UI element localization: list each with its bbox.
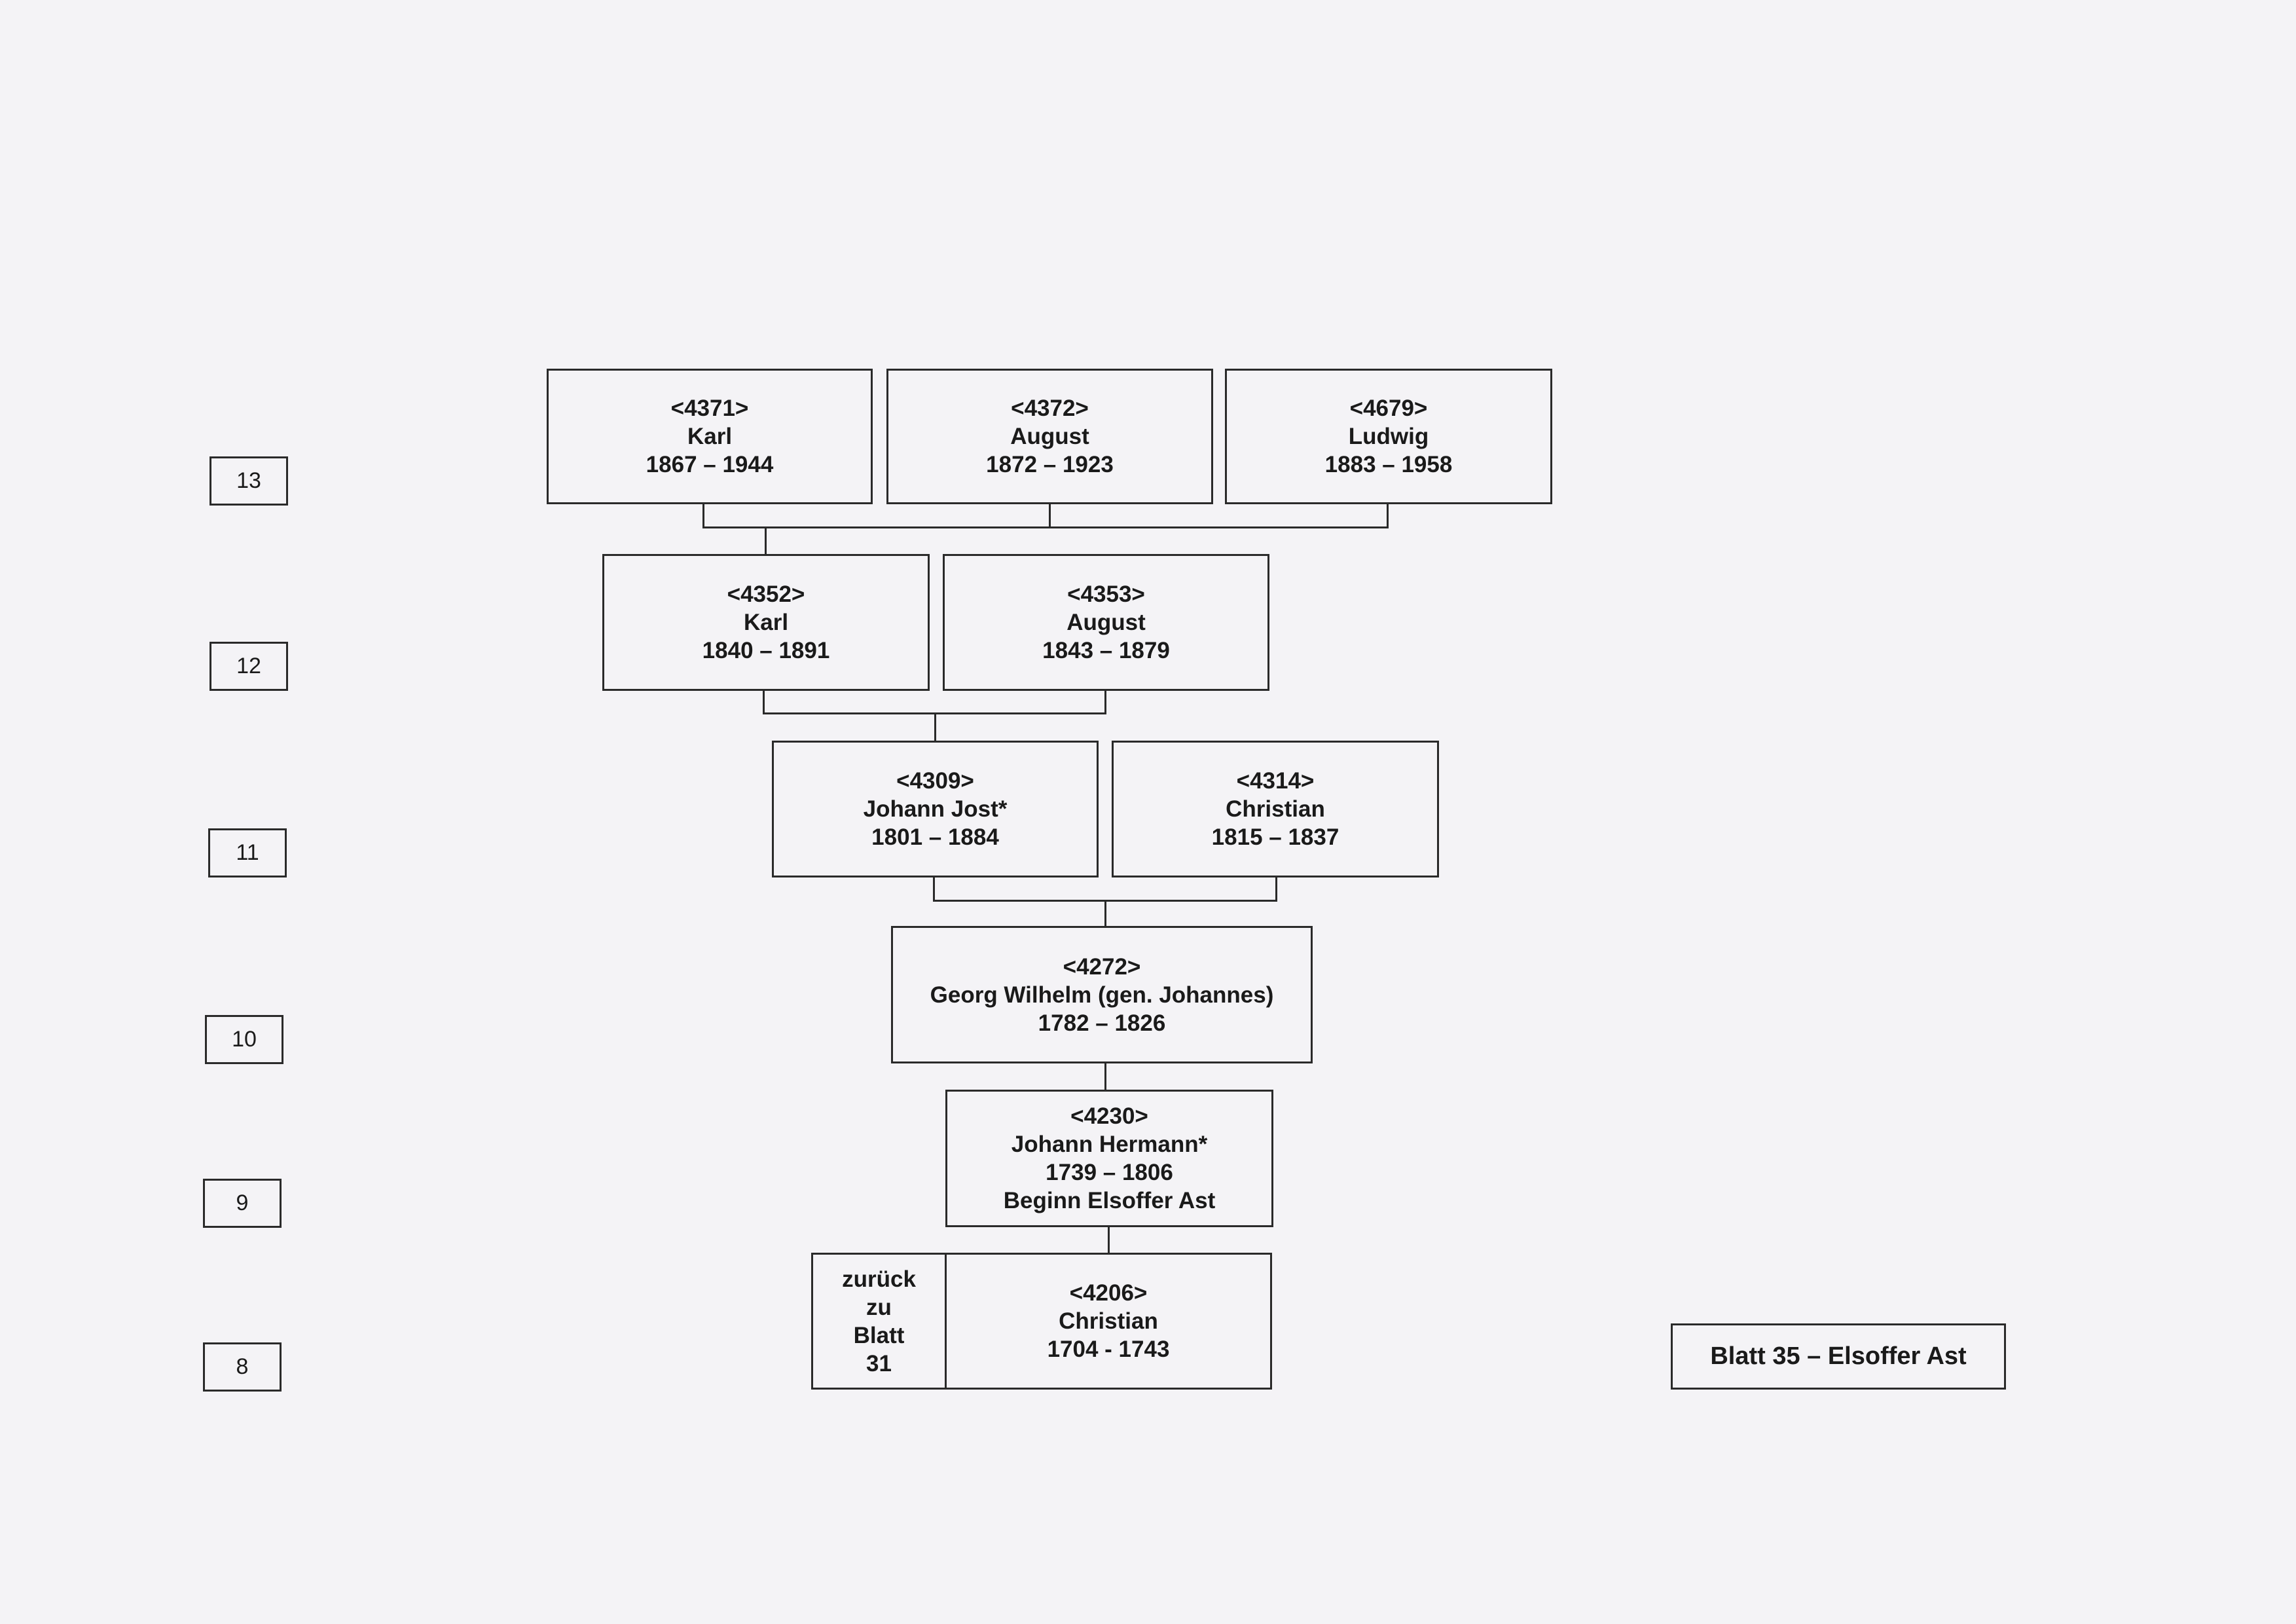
person-box-4314: <4314> Christian 1815 – 1837	[1112, 741, 1439, 877]
person-dates: 1883 – 1958	[1324, 452, 1453, 477]
connector-line	[702, 526, 1389, 528]
person-name: Johann Hermann*	[1011, 1132, 1208, 1157]
person-id: <4230>	[1070, 1103, 1148, 1129]
person-dates: 1815 – 1837	[1211, 824, 1339, 850]
branch-note: Beginn Elsoffer Ast	[1003, 1188, 1216, 1213]
person-dates: 1872 – 1923	[986, 452, 1114, 477]
person-box-4206: <4206> Christian 1704 - 1743	[945, 1253, 1272, 1390]
person-dates: 1843 – 1879	[1042, 638, 1170, 663]
connector-line	[1108, 1225, 1110, 1255]
person-id: <4352>	[727, 581, 805, 607]
person-name: Christian	[1226, 796, 1325, 822]
back-link-line: zu	[866, 1294, 892, 1320]
person-id: <4206>	[1069, 1280, 1148, 1306]
person-dates: 1782 – 1826	[1038, 1010, 1166, 1036]
person-box-4372: <4372> August 1872 – 1923	[886, 369, 1213, 504]
connector-line	[933, 876, 935, 902]
person-box-4272: <4272> Georg Wilhelm (gen. Johannes) 178…	[891, 926, 1313, 1063]
person-box-4679: <4679> Ludwig 1883 – 1958	[1225, 369, 1552, 504]
person-name: Georg Wilhelm (gen. Johannes)	[930, 982, 1274, 1008]
connector-line	[763, 689, 765, 714]
person-box-4352: <4352> Karl 1840 – 1891	[602, 554, 930, 691]
connector-line	[1275, 876, 1277, 902]
person-name: August	[1066, 610, 1146, 635]
person-id: <4371>	[670, 396, 749, 421]
connector-line	[1387, 502, 1389, 528]
generation-label-12: 12	[210, 642, 288, 691]
person-box-4230: <4230> Johann Hermann* 1739 – 1806 Begin…	[945, 1090, 1273, 1227]
generation-label-8: 8	[203, 1342, 282, 1392]
person-name: August	[1010, 424, 1089, 449]
connector-line	[934, 712, 936, 741]
person-id: <4272>	[1063, 953, 1141, 980]
connector-line	[1104, 900, 1106, 927]
person-id: <4309>	[896, 768, 974, 794]
person-id: <4353>	[1067, 581, 1145, 607]
person-name: Karl	[743, 610, 789, 635]
generation-label-11: 11	[208, 828, 287, 877]
person-id: <4314>	[1236, 768, 1315, 794]
person-name: Christian	[1059, 1308, 1158, 1334]
generation-label-10: 10	[205, 1015, 283, 1064]
generation-label-13: 13	[210, 456, 288, 506]
person-id: <4372>	[1011, 396, 1089, 421]
generation-label-9: 9	[203, 1179, 282, 1228]
person-dates: 1801 – 1884	[871, 824, 999, 850]
person-name: Johann Jost*	[863, 796, 1008, 822]
person-box-4353: <4353> August 1843 – 1879	[943, 554, 1269, 691]
person-dates: 1704 - 1743	[1047, 1337, 1170, 1362]
back-to-sheet-31-link[interactable]: zurück zu Blatt 31	[811, 1253, 947, 1390]
connector-line	[1104, 1061, 1106, 1092]
connector-line	[1049, 502, 1051, 528]
back-link-line: zurück	[842, 1266, 916, 1292]
person-dates: 1867 – 1944	[646, 452, 774, 477]
connector-line	[1104, 689, 1106, 714]
back-link-line: 31	[866, 1350, 892, 1376]
person-dates: 1739 – 1806	[1046, 1160, 1173, 1185]
person-box-4309: <4309> Johann Jost* 1801 – 1884	[772, 741, 1099, 877]
person-name: Ludwig	[1348, 424, 1429, 449]
connector-line	[765, 526, 767, 555]
person-id: <4679>	[1349, 396, 1428, 421]
person-name: Karl	[687, 424, 733, 449]
person-box-4371: <4371> Karl 1867 – 1944	[547, 369, 873, 504]
sheet-title-label: Blatt 35 – Elsoffer Ast	[1671, 1323, 2006, 1390]
connector-line	[702, 502, 704, 528]
back-link-line: Blatt	[853, 1322, 905, 1348]
person-dates: 1840 – 1891	[702, 638, 830, 663]
